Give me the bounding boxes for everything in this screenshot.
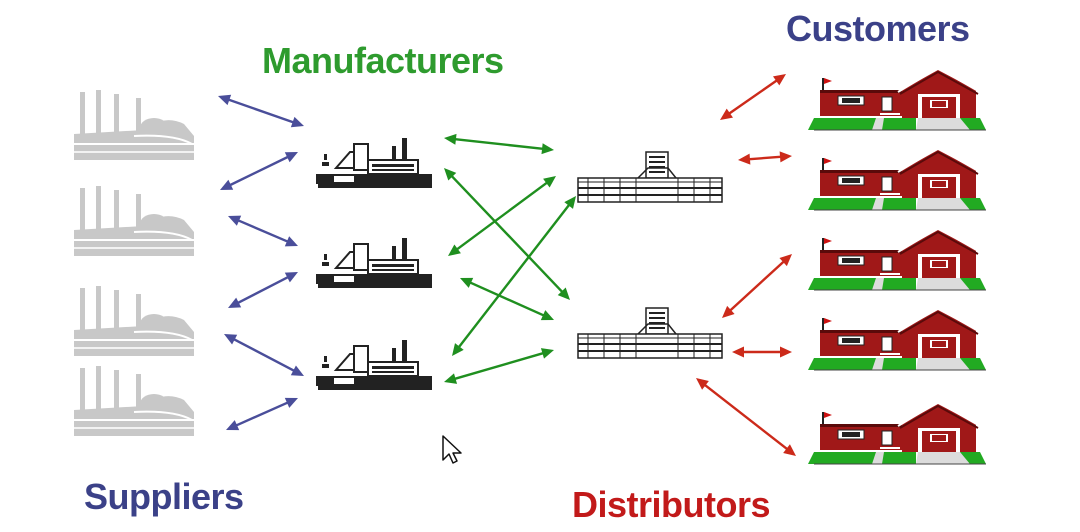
suppliers-label: Suppliers	[84, 476, 244, 517]
distributors-label: Distributors	[572, 484, 771, 525]
manufacturer-link-arrow	[468, 280, 546, 318]
customer-house-icon	[807, 401, 987, 465]
manufacturer-link-arrow-head	[448, 244, 461, 256]
manufacturer-link-arrow-head	[543, 176, 556, 188]
customer-house-icon	[807, 67, 987, 131]
supplier-link-arrow-head	[284, 152, 298, 163]
distributor-link-arrow	[703, 383, 789, 451]
customer-house-icon	[807, 227, 987, 291]
supplier-link-arrow	[234, 400, 290, 428]
supplier-link-arrow-head	[218, 94, 232, 106]
supplier-factory-icon	[73, 365, 195, 437]
arrow-layer	[218, 74, 796, 456]
supplier-link-arrow	[227, 98, 295, 124]
manufacturer-link-arrow-head	[444, 133, 457, 145]
customers-label: Customers	[786, 8, 970, 49]
manufacturer-link-arrow-head	[444, 168, 457, 181]
manufacturer-link-arrow-head	[540, 310, 554, 321]
supplier-factory-icon	[73, 89, 195, 161]
supplier-link-arrow-head	[228, 297, 242, 308]
distributor-link-arrow	[747, 155, 783, 161]
manufacturer-link-arrow-head	[460, 277, 474, 288]
supplier-link-arrow-head	[290, 116, 304, 128]
distributor-link-arrow-head	[696, 378, 709, 390]
distributor-link-arrow-head	[773, 74, 786, 86]
distributor-link-arrow	[728, 259, 786, 313]
manufacturer-link-arrow	[453, 137, 545, 151]
manufacturer-link-arrow-head	[540, 348, 554, 359]
distributor-link-arrow-head	[779, 254, 792, 267]
manufacturer-link-arrow	[450, 174, 564, 294]
distributor-link-arrow-head	[720, 108, 733, 120]
distributor-link-arrow-head	[779, 151, 792, 163]
manufacturer-link-arrow-head	[444, 373, 458, 384]
manufacturer-link-arrow-head	[564, 196, 576, 209]
supplier-link-arrow-head	[228, 215, 242, 226]
supplier-link-arrow-head	[284, 272, 298, 283]
supplier-link-arrow	[228, 155, 290, 187]
customer-house-icon	[807, 147, 987, 211]
supplier-factory-icon	[73, 285, 195, 357]
distributor-link-arrow-head	[722, 305, 735, 318]
distributor-link-arrow-head	[783, 444, 796, 456]
supplier-link-arrow-head	[224, 334, 238, 345]
distributor-link-arrow-head	[738, 153, 751, 165]
supplier-factory-icon	[73, 185, 195, 257]
distributor-warehouse-icon	[577, 151, 723, 203]
supplier-link-arrow	[236, 275, 290, 305]
manufacturer-link-arrow	[453, 351, 545, 381]
customer-house-icon	[807, 307, 987, 371]
distributor-link-arrow-head	[732, 346, 744, 358]
supplier-link-arrow	[232, 337, 296, 373]
supplier-link-arrow-head	[284, 397, 298, 408]
manufacturer-link-arrow-head	[452, 343, 464, 356]
manufacturers-label: Manufacturers	[262, 40, 504, 81]
manufacturer-factory-icon	[315, 237, 433, 289]
manufacturer-link-arrow	[457, 203, 571, 349]
supplier-link-arrow-head	[284, 236, 298, 247]
supplier-link-arrow-head	[290, 365, 304, 376]
manufacturer-factory-icon	[315, 339, 433, 391]
supplier-link-arrow-head	[220, 179, 234, 190]
manufacturer-link-arrow-head	[541, 143, 554, 155]
distributor-link-arrow-head	[780, 346, 792, 358]
mouse-pointer-icon	[442, 435, 462, 464]
supplier-link-arrow-head	[226, 420, 240, 431]
manufacturer-link-arrow	[455, 180, 549, 252]
manufacturer-factory-icon	[315, 137, 433, 189]
distributor-warehouse-icon	[577, 307, 723, 359]
manufacturer-link-arrow-head	[557, 287, 570, 300]
distributor-link-arrow	[727, 78, 779, 116]
supplier-link-arrow	[236, 218, 290, 244]
